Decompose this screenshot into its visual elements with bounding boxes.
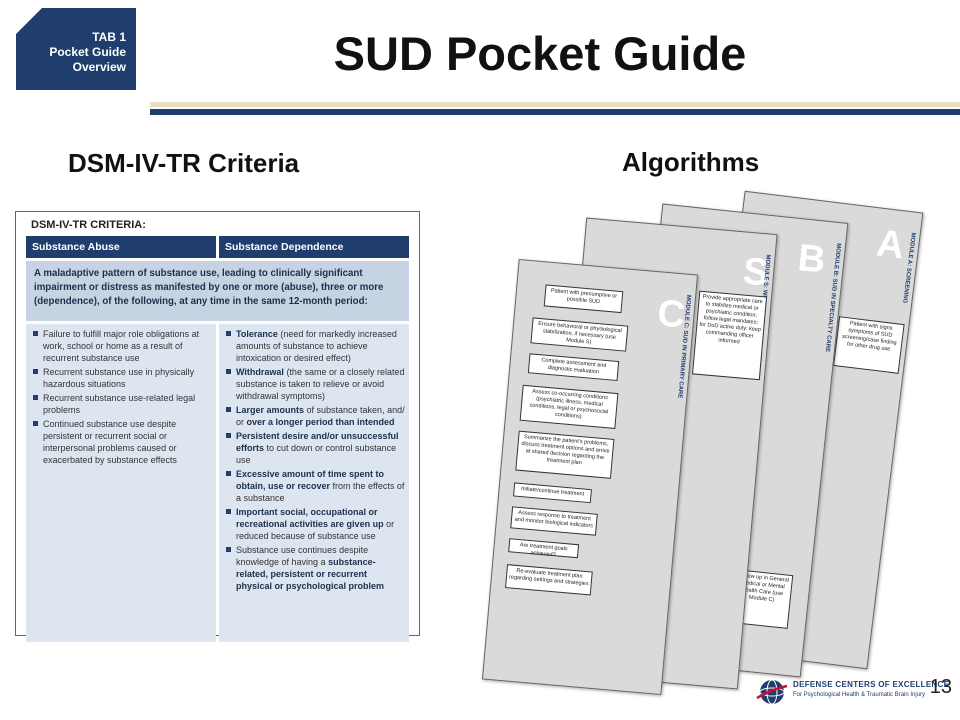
dependence-criterion: Important social, occupational or recrea…	[226, 506, 405, 542]
criterion-emphasis: Withdrawal	[236, 367, 284, 377]
criterion-emphasis: substance-related, persistent or recurre…	[236, 557, 385, 591]
page-number: 13	[929, 676, 952, 698]
flowchart-box: Patient with presumptive or possible SUD	[543, 284, 624, 314]
tab-label-3: Overview	[72, 60, 126, 74]
flowchart-box: Summarize the patient's problems, discus…	[515, 430, 615, 479]
criterion-emphasis: Excessive amount of time spent to obtain…	[236, 469, 385, 491]
page-a-letter: A	[874, 222, 907, 268]
criterion-emphasis: Tolerance	[236, 329, 278, 339]
flowchart-box: Assess co-occurring conditions (psychiat…	[519, 384, 619, 430]
algorithm-page-c: C MODULE C: SUD IN PRIMARY CARE Patient …	[481, 258, 699, 696]
substance-abuse-header: Substance Abuse	[26, 236, 216, 258]
dcoe-logo	[754, 677, 924, 707]
abuse-criterion: Recurrent substance use-related legal pr…	[33, 392, 212, 416]
criterion-text: Substance use continues despite knowledg…	[236, 545, 369, 567]
abuse-column: Failure to fulfill major role obligation…	[26, 324, 216, 642]
criterion-text: from the effects of a substance	[236, 481, 405, 503]
flowchart-box: Are treatment goals achieved?	[508, 538, 580, 558]
abuse-criterion: Recurrent substance use in physically ha…	[33, 366, 212, 390]
tab-label-2: Pocket Guide	[49, 45, 126, 59]
flowchart-box: Re-evaluate treatment plan regarding set…	[505, 564, 593, 596]
logo-line-2: For Psychological Health & Traumatic Bra…	[793, 692, 926, 698]
criterion-text: or reduced because of substance use	[236, 519, 395, 541]
page-s-box: Provide appropriate care to stabilize me…	[692, 290, 768, 381]
page-a-box: Patient with signs symptoms of SUD scree…	[833, 316, 905, 374]
algorithms-heading: Algorithms	[622, 147, 760, 177]
header-rule-navy	[150, 109, 960, 115]
criterion-emphasis: over a longer period than intended	[246, 417, 395, 427]
flowchart-box: Initiate/continue treatment	[513, 482, 592, 504]
page-b-letter: B	[795, 237, 828, 282]
dependence-criterion: Withdrawal (the same or a closely relate…	[226, 366, 405, 402]
logo-line-1: DEFENSE CENTERS OF EXCELLENCE	[793, 680, 950, 689]
dependence-criterion: Substance use continues despite knowledg…	[226, 544, 405, 592]
flowchart-box: Complete assessment and diagnostic evalu…	[527, 353, 620, 382]
header-rule-gold	[150, 102, 960, 107]
page-title: SUD Pocket Guide	[333, 27, 747, 80]
tab-badge: TAB 1 Pocket Guide Overview	[16, 8, 136, 90]
dependence-criterion: Tolerance (need for markedly increased a…	[226, 328, 405, 364]
criterion-text: of substance taken, and/ or	[236, 405, 405, 427]
flowchart-box: Ensure behavioral or physiological stabi…	[530, 317, 629, 352]
abuse-criterion: Failure to fulfill major role obligation…	[33, 328, 212, 364]
dsm-table-title: DSM-IV-TR CRITERIA:	[31, 219, 146, 231]
dsm-criteria-table: DSM-IV-TR CRITERIA: Substance Abuse Subs…	[15, 211, 420, 642]
criterion-text: (the same or a closely related substance…	[236, 367, 405, 401]
abuse-criteria-list: Failure to fulfill major role obligation…	[32, 328, 212, 466]
dependence-criterion: Persistent desire and/or unsuccessful ef…	[226, 430, 405, 466]
dependence-criterion: Excessive amount of time spent to obtain…	[226, 468, 405, 504]
abuse-criterion: Continued substance use despite persiste…	[33, 418, 212, 466]
substance-dependence-header: Substance Dependence	[219, 236, 409, 258]
dsm-intro: A maladaptive pattern of substance use, …	[26, 261, 409, 321]
dependence-column: Tolerance (need for markedly increased a…	[219, 324, 409, 642]
criterion-emphasis: Larger amounts	[236, 405, 305, 415]
flowchart-box: Assess response to treatment and monitor…	[510, 506, 598, 536]
criterion-text: (need for markedly increased amounts of …	[236, 329, 397, 363]
tab-label-1: TAB 1	[92, 30, 126, 44]
dependence-criterion: Larger amounts of substance taken, and/ …	[226, 404, 405, 428]
criterion-emphasis: Persistent desire and/or unsuccessful ef…	[236, 431, 399, 453]
dsm-heading: DSM-IV-TR Criteria	[68, 148, 300, 178]
criterion-text: to cut down or control substance use	[236, 443, 397, 465]
dependence-criteria-list: Tolerance (need for markedly increased a…	[225, 328, 405, 592]
globe-icon	[756, 679, 788, 705]
criterion-emphasis: Important social, occupational or recrea…	[236, 507, 384, 529]
